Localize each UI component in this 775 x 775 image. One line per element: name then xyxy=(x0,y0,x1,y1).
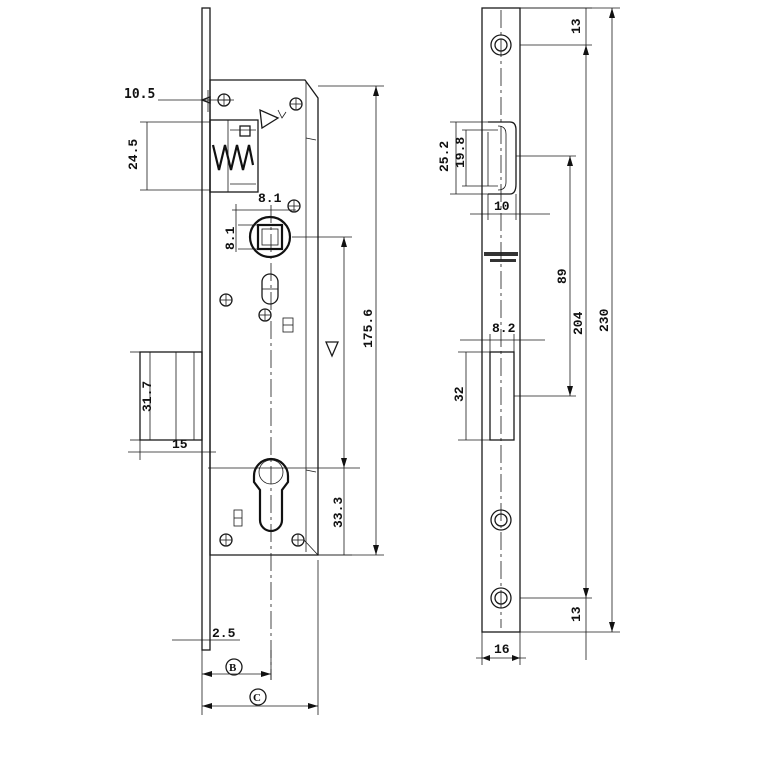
lock-body-view: 10.5 24.5 8.1 8.1 175.6 31.7 15 xyxy=(124,7,384,715)
spindle-hub xyxy=(248,215,292,259)
dim-strike-width: 16 xyxy=(494,642,510,657)
dim-deadbolt-throw: 15 xyxy=(172,437,188,452)
dim-deadbolt-height: 31.7 xyxy=(140,381,155,412)
dim-upper-spacing: 89 xyxy=(555,268,570,284)
dim-plate-thickness: 2.5 xyxy=(212,626,236,641)
dim-strike-top: 13 xyxy=(569,18,584,34)
forend-plate xyxy=(481,7,521,633)
deadbolt xyxy=(139,351,203,441)
dim-faceplate-offset: 10.5 xyxy=(124,87,155,102)
label-c: C xyxy=(253,692,261,704)
dim-total-length: 230 xyxy=(597,308,612,332)
dim-spindle-square: 8.1 xyxy=(223,226,238,250)
dim-latch-window-inner: 19.8 xyxy=(453,137,468,168)
lock-case xyxy=(209,79,319,556)
bolt-window xyxy=(489,351,515,441)
dim-bolt-window-height: 32 xyxy=(452,386,467,402)
dim-spindle-offset: 8.1 xyxy=(258,191,282,206)
latch-bolt xyxy=(209,108,287,193)
latch-window xyxy=(487,121,517,195)
dim-bolt-window-width: 8.2 xyxy=(492,321,516,336)
screw-icon xyxy=(217,93,305,547)
faceplate xyxy=(201,7,211,651)
forend-front-view: 13 25.2 19.8 10 89 8.2 32 xyxy=(437,7,620,665)
cylinder-profile xyxy=(233,457,290,533)
dim-backset-length: 175.6 xyxy=(361,309,376,348)
dim-latch-depth: 10 xyxy=(494,199,510,214)
dim-latch-height: 24.5 xyxy=(126,139,141,170)
dim-latch-window-outer: 25.2 xyxy=(437,141,452,172)
guide-slot xyxy=(261,273,294,333)
label-b: B xyxy=(229,662,237,674)
dim-lower-spacing: 204 xyxy=(571,311,586,335)
dim-cylinder-distance: 33.3 xyxy=(331,497,346,528)
dim-strike-bottom: 13 xyxy=(569,606,584,622)
